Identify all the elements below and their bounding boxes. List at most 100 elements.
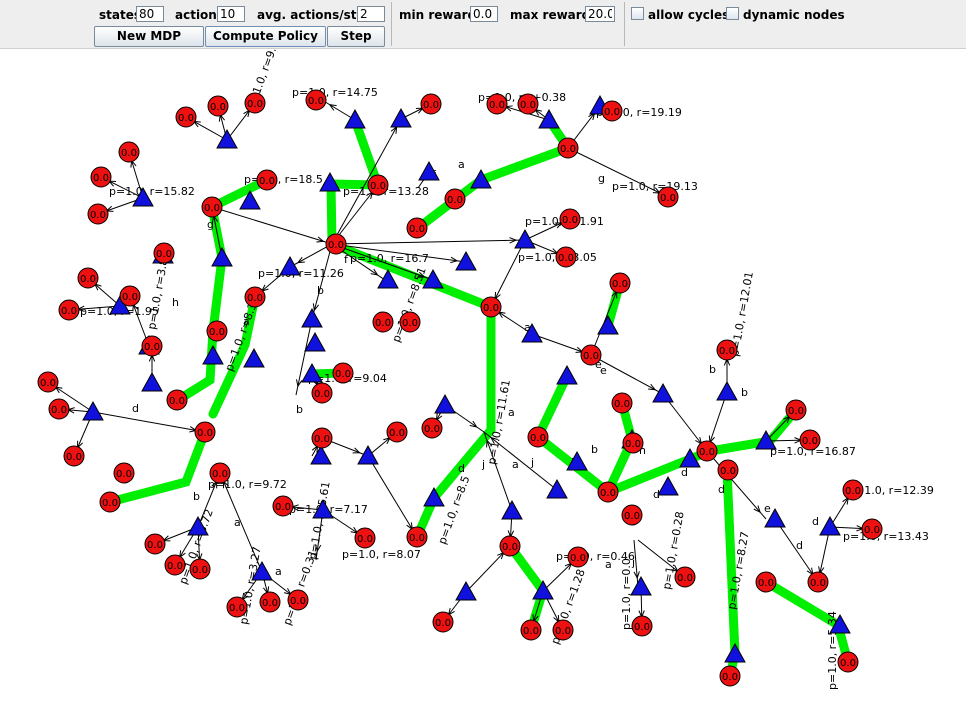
action-node[interactable] bbox=[455, 250, 477, 271]
state-node[interactable]: 0.0 bbox=[799, 429, 821, 451]
state-node[interactable]: 0.0 bbox=[153, 242, 175, 264]
state-node[interactable]: 0.0 bbox=[305, 89, 327, 111]
state-node[interactable]: 0.0 bbox=[552, 619, 574, 641]
action-node[interactable] bbox=[312, 498, 334, 519]
action-node[interactable] bbox=[239, 189, 261, 210]
state-node[interactable]: 0.0 bbox=[48, 398, 70, 420]
state-node[interactable]: 0.0 bbox=[696, 440, 718, 462]
state-node[interactable]: 0.0 bbox=[113, 462, 135, 484]
state-node[interactable]: 0.0 bbox=[194, 421, 216, 443]
action-node[interactable] bbox=[434, 393, 456, 414]
action-node[interactable] bbox=[319, 171, 341, 192]
action-node[interactable] bbox=[202, 344, 224, 365]
state-node[interactable]: 0.0 bbox=[244, 286, 266, 308]
action-node[interactable] bbox=[716, 380, 738, 401]
action-node[interactable] bbox=[279, 255, 301, 276]
state-node[interactable]: 0.0 bbox=[175, 106, 197, 128]
state-node[interactable]: 0.0 bbox=[785, 399, 807, 421]
mdp-graph-canvas[interactable]: p=1.0, r=+0.38p=1.0, r=19.19p=1.0, r=14.… bbox=[0, 49, 966, 711]
action-node[interactable] bbox=[344, 108, 366, 129]
action-node[interactable] bbox=[310, 444, 332, 465]
state-node[interactable]: 0.0 bbox=[432, 611, 454, 633]
state-node[interactable]: 0.0 bbox=[332, 362, 354, 384]
action-node[interactable] bbox=[422, 268, 444, 289]
step-button[interactable]: Step bbox=[327, 26, 385, 47]
state-node[interactable]: 0.0 bbox=[674, 566, 696, 588]
action-node[interactable] bbox=[187, 515, 209, 536]
state-node[interactable]: 0.0 bbox=[567, 546, 589, 568]
state-node[interactable]: 0.0 bbox=[272, 495, 294, 517]
state-node[interactable]: 0.0 bbox=[99, 491, 121, 513]
action-node[interactable] bbox=[418, 160, 440, 181]
action-node[interactable] bbox=[357, 444, 379, 465]
state-node[interactable]: 0.0 bbox=[657, 186, 679, 208]
state-node[interactable]: 0.0 bbox=[631, 615, 653, 637]
state-node[interactable]: 0.0 bbox=[63, 445, 85, 467]
action-node[interactable] bbox=[377, 268, 399, 289]
state-node[interactable]: 0.0 bbox=[166, 389, 188, 411]
state-node[interactable]: 0.0 bbox=[601, 100, 623, 122]
state-node[interactable]: 0.0 bbox=[119, 285, 141, 307]
state-node[interactable]: 0.0 bbox=[609, 272, 631, 294]
dynamic-nodes-checkbox[interactable] bbox=[726, 7, 739, 20]
action-node[interactable] bbox=[724, 642, 746, 663]
action-node[interactable] bbox=[755, 429, 777, 450]
state-node[interactable]: 0.0 bbox=[311, 427, 333, 449]
action-node[interactable] bbox=[423, 486, 445, 507]
state-node[interactable]: 0.0 bbox=[717, 459, 739, 481]
action-node[interactable] bbox=[501, 499, 523, 520]
action-node[interactable] bbox=[532, 579, 554, 600]
state-node[interactable]: 0.0 bbox=[287, 589, 309, 611]
state-node[interactable]: 0.0 bbox=[406, 526, 428, 548]
action-node[interactable] bbox=[132, 186, 154, 207]
state-node[interactable]: 0.0 bbox=[206, 320, 228, 342]
state-node[interactable]: 0.0 bbox=[480, 296, 502, 318]
action-node[interactable] bbox=[764, 507, 786, 528]
state-node[interactable]: 0.0 bbox=[201, 196, 223, 218]
action-node[interactable] bbox=[390, 107, 412, 128]
action-node[interactable] bbox=[243, 347, 265, 368]
state-node[interactable]: 0.0 bbox=[557, 137, 579, 159]
state-node[interactable]: 0.0 bbox=[527, 426, 549, 448]
state-node[interactable]: 0.0 bbox=[555, 246, 577, 268]
state-node[interactable]: 0.0 bbox=[486, 93, 508, 115]
action-node[interactable] bbox=[546, 478, 568, 499]
state-node[interactable]: 0.0 bbox=[580, 344, 602, 366]
action-node[interactable] bbox=[141, 371, 163, 392]
state-node[interactable]: 0.0 bbox=[517, 93, 539, 115]
state-node[interactable]: 0.0 bbox=[259, 591, 281, 613]
action-node[interactable] bbox=[455, 580, 477, 601]
state-node[interactable]: 0.0 bbox=[837, 651, 859, 673]
action-node[interactable] bbox=[251, 560, 273, 581]
state-node[interactable]: 0.0 bbox=[207, 95, 229, 117]
state-node[interactable]: 0.0 bbox=[559, 208, 581, 230]
action-node[interactable] bbox=[538, 108, 560, 129]
state-node[interactable]: 0.0 bbox=[77, 267, 99, 289]
action-node[interactable] bbox=[301, 307, 323, 328]
action-node[interactable] bbox=[630, 575, 652, 596]
state-node[interactable]: 0.0 bbox=[58, 299, 80, 321]
state-node[interactable]: 0.0 bbox=[499, 535, 521, 557]
state-node[interactable]: 0.0 bbox=[325, 233, 347, 255]
state-node[interactable]: 0.0 bbox=[421, 417, 443, 439]
state-node[interactable]: 0.0 bbox=[244, 92, 266, 114]
state-node[interactable]: 0.0 bbox=[719, 665, 741, 687]
action-node[interactable] bbox=[514, 228, 536, 249]
action-node[interactable] bbox=[597, 314, 619, 335]
state-node[interactable]: 0.0 bbox=[520, 619, 542, 641]
action-node[interactable] bbox=[566, 450, 588, 471]
state-node[interactable]: 0.0 bbox=[354, 527, 376, 549]
state-node[interactable]: 0.0 bbox=[209, 462, 231, 484]
action-node[interactable] bbox=[652, 382, 674, 403]
state-node[interactable]: 0.0 bbox=[256, 169, 278, 191]
state-node[interactable]: 0.0 bbox=[37, 371, 59, 393]
state-node[interactable]: 0.0 bbox=[622, 432, 644, 454]
state-node[interactable]: 0.0 bbox=[621, 504, 643, 526]
state-node[interactable]: 0.0 bbox=[716, 339, 738, 361]
action-node[interactable] bbox=[211, 246, 233, 267]
state-node[interactable]: 0.0 bbox=[367, 174, 389, 196]
state-node[interactable]: 0.0 bbox=[406, 217, 428, 239]
min-reward-input[interactable] bbox=[470, 6, 498, 22]
compute-policy-button[interactable]: Compute Policy bbox=[205, 26, 326, 47]
state-node[interactable]: 0.0 bbox=[861, 518, 883, 540]
